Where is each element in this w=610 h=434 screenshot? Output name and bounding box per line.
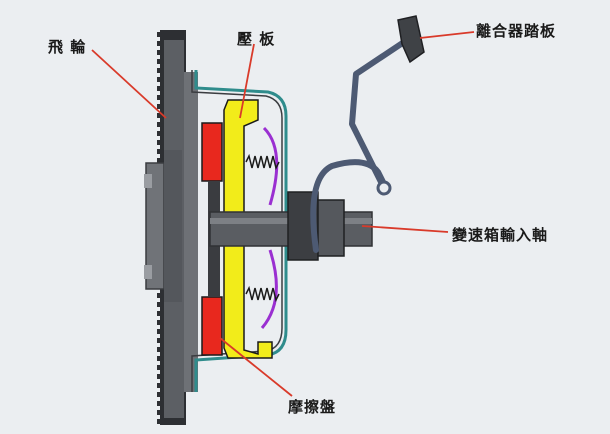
- friction-disc-top: [201, 122, 223, 182]
- leader-line-pedal: [419, 31, 475, 39]
- leader-line-friction: [219, 337, 293, 397]
- leader-line-shaft: [361, 225, 449, 233]
- label-gearbox-input-shaft: 變速箱輸入軸: [452, 226, 549, 244]
- coil-spring-bottom: [245, 285, 280, 303]
- flywheel-web: [184, 72, 198, 392]
- flywheel-tooth: [157, 419, 162, 424]
- flywheel-tooth: [157, 338, 162, 343]
- flywheel-hub-inner: [164, 150, 182, 302]
- flywheel-tooth: [157, 131, 162, 136]
- flywheel-tooth: [157, 383, 162, 388]
- flywheel-tooth: [157, 392, 162, 397]
- pedal-pad: [397, 15, 425, 64]
- leader-lines: [91, 31, 475, 397]
- release-sleeve: [317, 199, 345, 257]
- flywheel-tooth: [157, 95, 162, 100]
- flywheel-tooth: [157, 311, 162, 316]
- flywheel-tooth: [157, 365, 162, 370]
- friction-disc-bottom: [201, 296, 223, 356]
- flywheel-tooth: [157, 347, 162, 352]
- pressure-plate: [223, 99, 273, 359]
- flywheel-tooth: [157, 329, 162, 334]
- flywheel-tooth: [157, 158, 162, 163]
- flywheel-tooth: [157, 293, 162, 298]
- flywheel-tooth: [157, 122, 162, 127]
- label-clutch-pedal: 離合器踏板: [476, 22, 557, 40]
- flywheel-tooth: [157, 68, 162, 73]
- flywheel-bolt-top: [144, 174, 152, 188]
- label-flywheel: 飛 輪: [48, 38, 87, 56]
- flywheel: [144, 30, 198, 425]
- flywheel-tooth: [157, 149, 162, 154]
- pedal-rod: [349, 35, 413, 191]
- flywheel-tooth: [157, 59, 162, 64]
- flywheel-tooth: [157, 140, 162, 145]
- pivot-joint: [376, 180, 392, 196]
- flywheel-tooth: [157, 86, 162, 91]
- label-friction-disc: 摩擦盤: [288, 398, 337, 416]
- diaphragm-spring-bottom: [260, 249, 278, 329]
- flywheel-tooth: [157, 401, 162, 406]
- flywheel-tooth: [157, 113, 162, 118]
- diaphragm-spring-top: [262, 126, 279, 206]
- leader-line-flywheel: [91, 49, 167, 119]
- leader-line-pressure-plate: [239, 43, 255, 119]
- coil-spring-top: [245, 153, 280, 171]
- flywheel-tooth: [157, 374, 162, 379]
- label-pressure-plate: 壓 板: [237, 30, 276, 48]
- flywheel-tooth: [157, 302, 162, 307]
- flywheel-tooth: [157, 410, 162, 415]
- flywheel-tooth: [157, 41, 162, 46]
- flywheel-tooth: [157, 356, 162, 361]
- flywheel-tooth: [157, 104, 162, 109]
- flywheel-tooth: [157, 32, 162, 37]
- flywheel-bolt-bottom: [144, 265, 152, 279]
- flywheel-tooth: [157, 50, 162, 55]
- flywheel-tooth: [157, 77, 162, 82]
- flywheel-tooth: [157, 320, 162, 325]
